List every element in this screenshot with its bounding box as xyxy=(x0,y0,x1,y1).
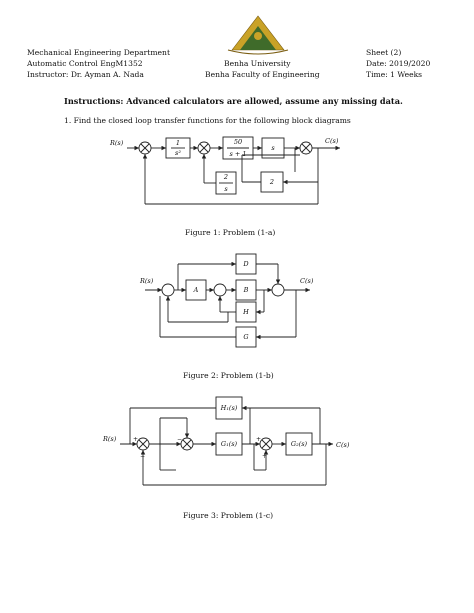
svg-text:2: 2 xyxy=(269,178,274,186)
instructor-line: Instructor: Dr. Ayman A. Nada xyxy=(27,70,144,79)
university-name: Benha University xyxy=(224,59,291,68)
figure-1-caption: Figure 1: Problem (1-a) xyxy=(185,228,276,237)
fig1-output-label: C(s) xyxy=(325,137,339,145)
svg-text:s: s xyxy=(224,185,228,193)
svg-text:G₂(s): G₂(s) xyxy=(291,440,308,448)
faculty-name: Benha Faculty of Engineering xyxy=(205,70,320,79)
svg-text:+: + xyxy=(262,453,267,460)
fig3-output-label: C(s) xyxy=(336,441,350,449)
svg-text:H: H xyxy=(242,308,249,316)
svg-text:G: G xyxy=(243,333,248,341)
time-line: Time: 1 Weeks xyxy=(366,70,423,79)
svg-text:50: 50 xyxy=(234,138,242,146)
fig1-input-label: R(s) xyxy=(109,139,124,147)
svg-text:−: − xyxy=(140,453,145,460)
dept-line: Mechanical Engineering Department xyxy=(27,48,170,57)
instructions: Instructions: Advanced calculators are a… xyxy=(64,96,403,106)
fig2-input-label: R(s) xyxy=(139,277,154,285)
svg-text:1: 1 xyxy=(176,139,180,147)
svg-text:+: + xyxy=(256,436,261,443)
svg-text:D: D xyxy=(242,260,249,268)
svg-text:−: − xyxy=(177,436,182,443)
fig3-input-label: R(s) xyxy=(102,435,117,443)
svg-text:2: 2 xyxy=(223,173,228,181)
svg-text:G₁(s): G₁(s) xyxy=(221,440,238,448)
svg-text:s + 1: s + 1 xyxy=(229,150,246,158)
svg-text:+: + xyxy=(133,436,138,443)
svg-text:s²: s² xyxy=(175,149,181,157)
svg-text:B: B xyxy=(243,286,249,294)
svg-text:A: A xyxy=(193,286,199,294)
course-line: Automatic Control EngM1352 xyxy=(27,59,143,68)
figure-3-caption: Figure 3: Problem (1-c) xyxy=(183,511,274,520)
svg-text:H₁(s): H₁(s) xyxy=(220,404,238,412)
fig2-output-label: C(s) xyxy=(300,277,314,285)
svg-text:s: s xyxy=(271,144,275,152)
date-line: Date: 2019/2020 xyxy=(366,59,431,68)
question-1: 1. Find the closed loop transfer functio… xyxy=(64,116,351,125)
figure-2-caption: Figure 2: Problem (1-b) xyxy=(183,371,274,380)
sheet-number: Sheet (2) xyxy=(366,48,402,57)
